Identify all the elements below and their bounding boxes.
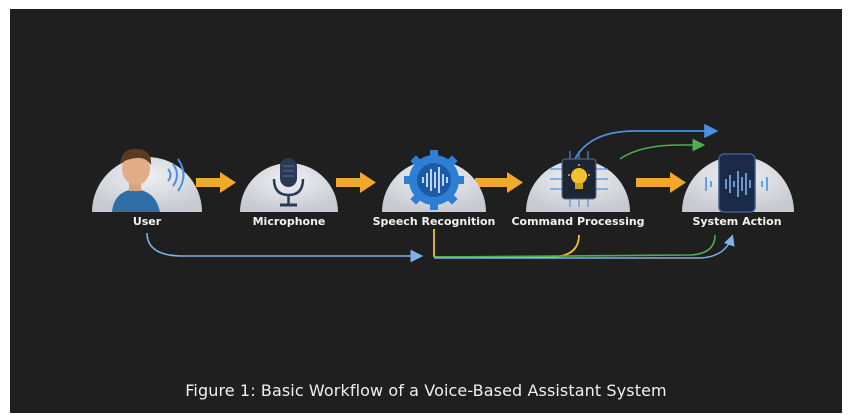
node-microphone (240, 158, 338, 212)
system-action-label: System Action (692, 215, 782, 228)
smartphone-waveform-icon (705, 153, 768, 213)
node-user (92, 148, 202, 212)
yellow-return-flow-line (434, 234, 580, 258)
user-speaking-icon (112, 148, 185, 212)
figure-caption: Figure 1: Basic Workflow of a Voice-Base… (185, 381, 667, 400)
command-processing-label: Command Processing (511, 215, 645, 228)
gear-waveform-icon (404, 150, 464, 210)
arrow-user-to-microphone (196, 172, 236, 193)
arrow-microphone-to-speech (336, 172, 376, 193)
top-green-flow-line (619, 138, 706, 160)
user-label: User (132, 215, 162, 228)
speech-recognition-label: Speech Recognition (372, 215, 496, 228)
node-command-processing (526, 151, 630, 212)
arrow-command-to-action (636, 172, 686, 193)
node-system-action (682, 153, 794, 213)
arrow-speech-to-command (475, 172, 523, 193)
green-return-flow-line (433, 234, 716, 258)
microphone-label: Microphone (252, 215, 326, 228)
diagram-canvas: User Microphone Speech Recognition Comma… (10, 9, 842, 413)
chip-lightbulb-icon (550, 151, 608, 207)
node-speech-recognition (382, 150, 486, 212)
microphone-icon (272, 158, 305, 207)
lightblue-return-flow-line (434, 234, 735, 259)
user-to-center-flow-line (146, 232, 424, 263)
workflow-diagram (92, 123, 794, 263)
